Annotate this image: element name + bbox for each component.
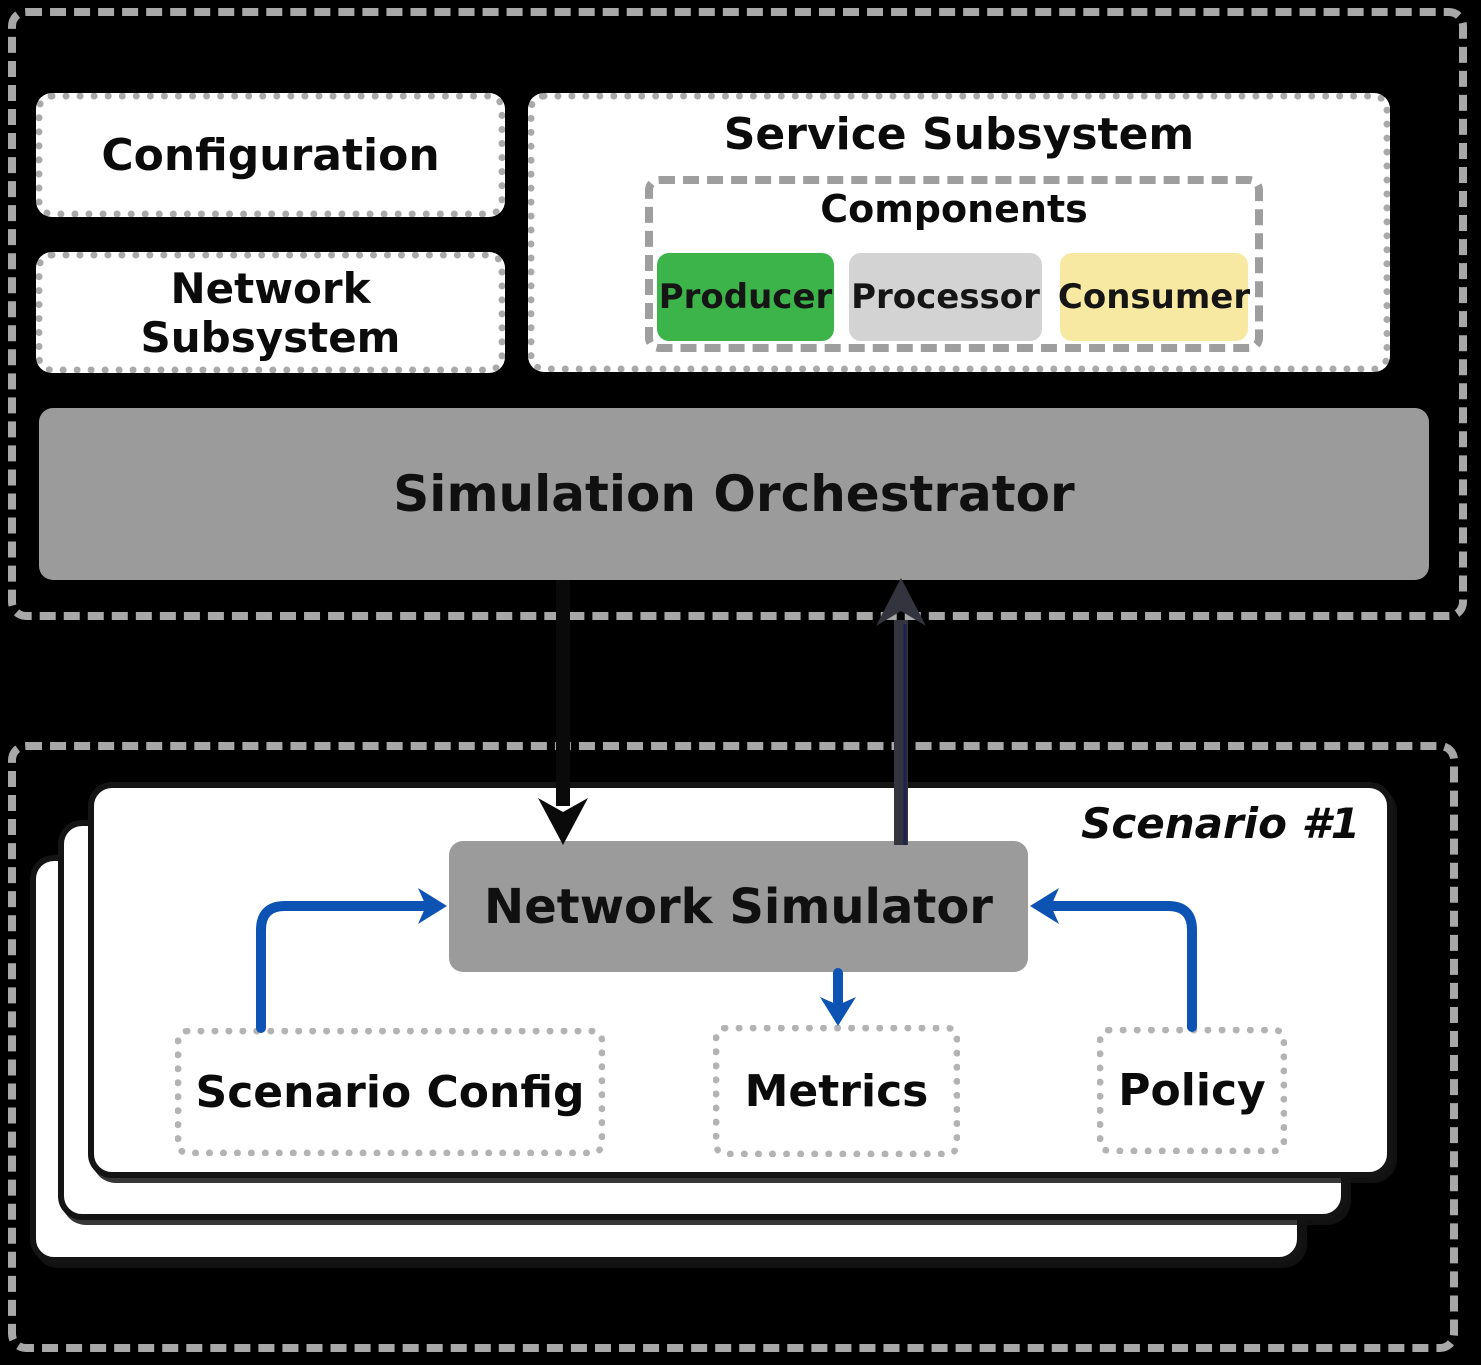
scenario-config-node: Scenario Config bbox=[175, 1028, 605, 1156]
network-simulator-node: Network Simulator bbox=[449, 841, 1028, 972]
scenario-config-label: Scenario Config bbox=[195, 1066, 585, 1118]
network-subsystem-node: Network Subsystem bbox=[36, 252, 505, 373]
orchestration-subsystem-container bbox=[8, 8, 1467, 620]
scenario-group-container bbox=[8, 742, 1458, 1352]
consumer-node: Consumer bbox=[1057, 253, 1251, 341]
consumer-label: Consumer bbox=[1057, 277, 1251, 317]
metrics-label: Metrics bbox=[744, 1065, 929, 1117]
network-simulator-label: Network Simulator bbox=[484, 878, 993, 935]
components-title: Components bbox=[820, 187, 1088, 231]
configuration-label: Configuration bbox=[101, 129, 440, 181]
producer-node: Producer bbox=[657, 253, 834, 341]
policy-label: Policy bbox=[1118, 1065, 1266, 1116]
configuration-node: Configuration bbox=[36, 93, 505, 217]
simulation-orchestrator-label: Simulation Orchestrator bbox=[393, 465, 1075, 523]
policy-node: Policy bbox=[1097, 1027, 1287, 1154]
processor-label: Processor bbox=[851, 277, 1040, 317]
producer-label: Producer bbox=[658, 277, 833, 317]
network-subsystem-label: Network Subsystem bbox=[140, 263, 401, 362]
metrics-node: Metrics bbox=[713, 1025, 960, 1157]
service-subsystem-title: Service Subsystem bbox=[723, 108, 1195, 160]
simulation-orchestrator-node: Simulation Orchestrator bbox=[39, 408, 1429, 580]
scenario-title: Scenario #1 bbox=[1081, 798, 1360, 848]
processor-node: Processor bbox=[849, 253, 1042, 341]
